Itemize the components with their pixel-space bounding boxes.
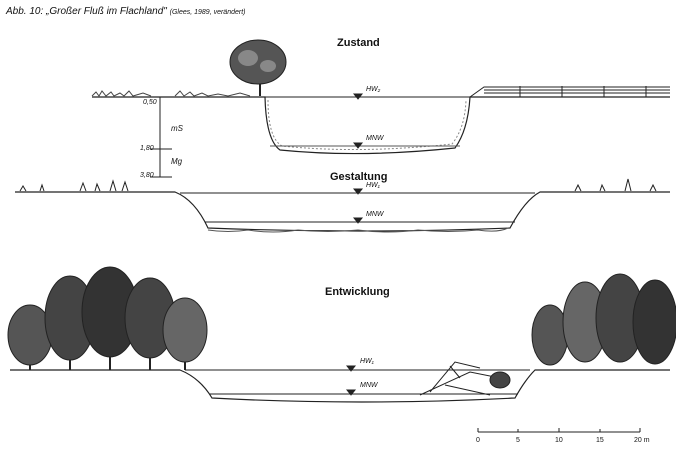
scale-bar <box>477 428 641 433</box>
depth-label: 1,80 <box>140 145 154 152</box>
section-zustand-drawing <box>91 39 670 178</box>
hw-label: HW₁ <box>366 182 380 189</box>
depth-label: 0,50 <box>143 99 157 106</box>
heading-gestaltung: Gestaltung <box>330 171 388 183</box>
hw-label: HW₁ <box>360 358 374 365</box>
depth-label: 3,80 <box>140 172 154 179</box>
tree-icon <box>229 39 287 96</box>
mnw-label: MNW <box>360 382 378 389</box>
section-gestaltung-drawing <box>15 178 670 233</box>
hw-label: HW₂ <box>366 86 381 93</box>
figure-title: Abb. 10: „Großer Fluß im Flachland" (Gle… <box>6 6 245 17</box>
deadwood-icon <box>419 361 511 396</box>
mnw-label: MNW <box>366 135 384 142</box>
title-source: (Glees, 1989, verändert) <box>169 9 246 16</box>
layer-label: Mg <box>171 157 183 166</box>
scale-tick: 20 m <box>634 437 650 444</box>
scale-tick: 5 <box>516 437 520 444</box>
section-entwicklung-drawing <box>7 266 676 403</box>
soil-profile-scale <box>150 97 172 178</box>
scale-tick: 15 <box>596 437 604 444</box>
forest-left <box>7 266 208 370</box>
scale-tick: 10 <box>555 437 563 444</box>
scale-tick: 0 <box>476 437 480 444</box>
heading-entwicklung: Entwicklung <box>325 286 390 298</box>
title-text: Abb. 10: „Großer Fluß im Flachland" <box>6 6 167 17</box>
fence-icon <box>469 86 670 98</box>
mnw-label: MNW <box>366 211 384 218</box>
forest-right <box>531 273 676 366</box>
layer-label: mS <box>171 124 183 133</box>
heading-zustand: Zustand <box>337 37 380 49</box>
